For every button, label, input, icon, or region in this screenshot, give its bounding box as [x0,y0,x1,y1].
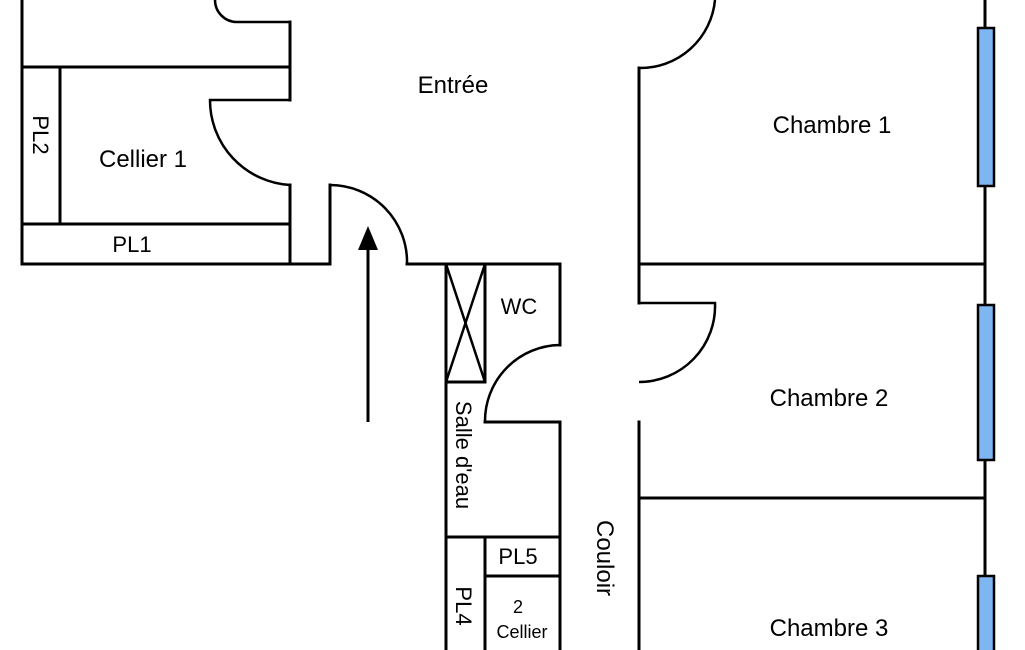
windows [976,26,996,650]
pl2-label: PL2 [28,115,53,154]
salle-eau-label: Salle d'eau [451,401,476,509]
pl4-label: PL4 [451,586,476,625]
cellier1-door [208,98,291,187]
chambre2-door [638,301,717,384]
chambre3-label: Chambre 3 [770,615,889,642]
couloir-label: Couloir [591,520,618,596]
salle-eau-door [483,343,561,423]
chambre1-door [638,0,717,70]
doors [208,0,717,423]
cellier1-label: Cellier 1 [99,146,187,173]
chambre3-window [976,574,996,650]
ventilation-duct [444,263,487,383]
wc-label: WC [501,294,538,319]
walls [20,0,987,650]
chambre1-window [976,26,996,188]
chambre2-label: Chambre 2 [770,385,889,412]
chambre2-window [976,303,996,462]
entree-label: Entrée [418,72,489,99]
pl5-label: PL5 [498,544,537,569]
cellier2-number-label: 2 [513,597,523,617]
arrow-up-icon [358,226,378,422]
chambre1-label: Chambre 1 [773,112,892,139]
pl1-label: PL1 [112,232,151,257]
entrance-door [329,183,409,265]
top-left-door [213,0,290,24]
cellier2-label: Cellier [496,622,547,642]
